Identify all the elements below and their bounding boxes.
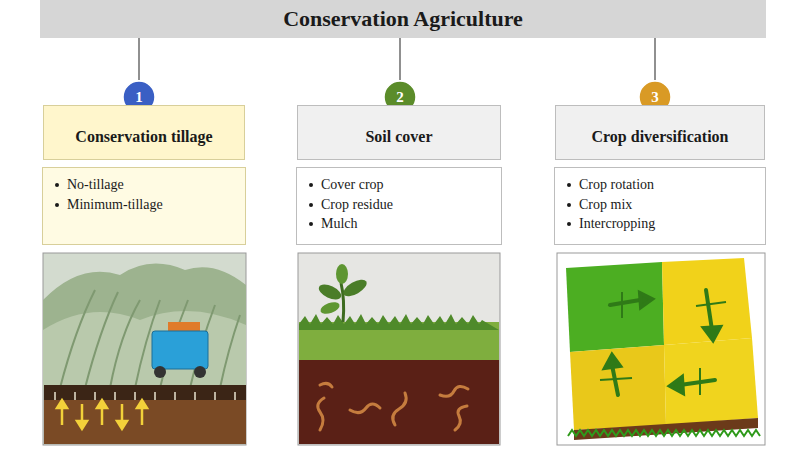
- heading-text: Crop diversification: [591, 128, 728, 146]
- bullet-item: No-tillage: [53, 175, 235, 195]
- callout-number: 1: [135, 89, 143, 106]
- callout-number: 3: [651, 89, 659, 106]
- heading-text: Soil cover: [365, 128, 432, 146]
- connector-line: [399, 38, 401, 80]
- connector-line: [654, 38, 656, 80]
- list-box: Cover cropCrop residueMulch: [296, 167, 502, 245]
- bullet-dot: [309, 222, 313, 226]
- bullet-dot: [55, 203, 59, 207]
- bullet-item: Mulch: [307, 214, 491, 234]
- bullet-dot: [567, 183, 571, 187]
- heading-box: Conservation tillage: [43, 105, 245, 160]
- bullet-dot: [567, 222, 571, 226]
- soil-cover-illustration: [298, 253, 500, 445]
- heading-box: Soil cover: [297, 105, 501, 160]
- callout-number: 2: [396, 89, 404, 106]
- bullet-dot: [309, 203, 313, 207]
- bullet-item: Minimum-tillage: [53, 195, 235, 215]
- bullet-item: Cover crop: [307, 175, 491, 195]
- bullet-item: Crop rotation: [565, 175, 755, 195]
- crop-field-illustration: [557, 253, 765, 445]
- bullet-dot: [309, 183, 313, 187]
- bullet-dot: [567, 203, 571, 207]
- heading-box: Crop diversification: [555, 105, 765, 160]
- bullet-item: Crop mix: [565, 195, 755, 215]
- list-box: No-tillageMinimum-tillage: [42, 167, 246, 245]
- list-box: Crop rotationCrop mixIntercropping: [554, 167, 766, 245]
- title-text: Conservation Agriculture: [283, 6, 523, 32]
- connector-line: [138, 38, 140, 80]
- bullet-item: Crop residue: [307, 195, 491, 215]
- heading-text: Conservation tillage: [75, 128, 212, 146]
- title-bar: Conservation Agriculture: [40, 0, 766, 38]
- bullet-item: Intercropping: [565, 214, 755, 234]
- tillage-illustration: [43, 253, 246, 445]
- bullet-dot: [55, 183, 59, 187]
